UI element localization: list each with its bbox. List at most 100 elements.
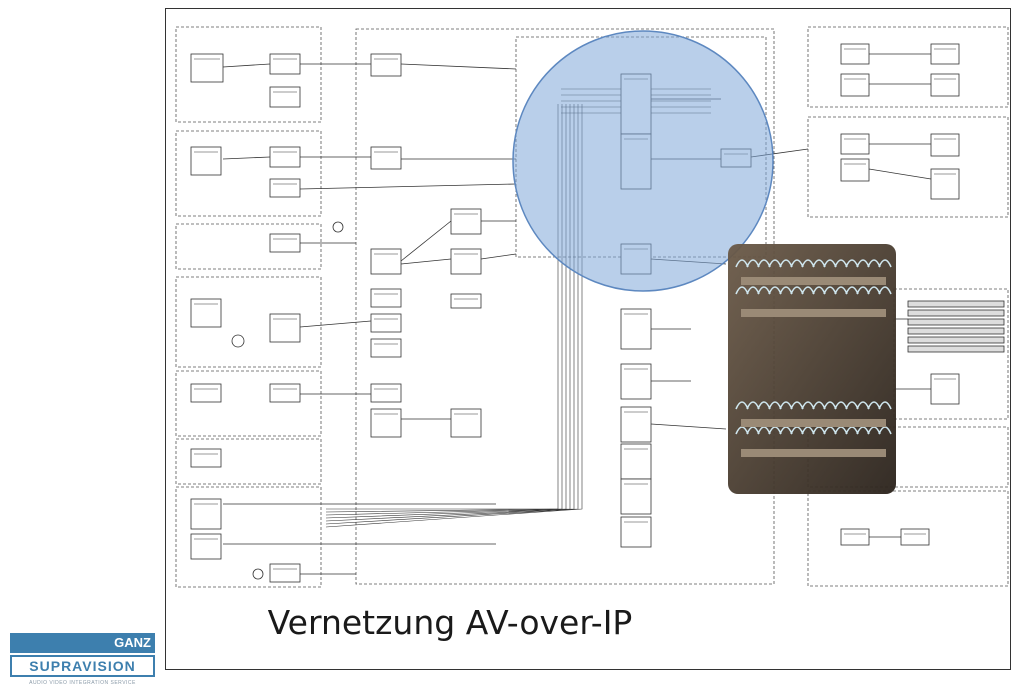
equipment-box	[190, 146, 222, 176]
dashed-region	[807, 26, 1009, 108]
patch-cable	[746, 286, 760, 295]
patch-cable	[790, 286, 804, 295]
patch-cable	[834, 259, 848, 268]
patch-cable	[801, 259, 815, 268]
equipment-box	[450, 293, 482, 309]
patch-cable	[834, 401, 848, 410]
patch-cable	[812, 286, 826, 295]
patch-cable	[878, 401, 892, 410]
equipment-box	[620, 516, 652, 548]
dashed-region	[175, 370, 322, 437]
patch-cable	[779, 259, 793, 268]
equipment-box	[450, 208, 482, 235]
equipment-box	[370, 248, 402, 275]
signal-line	[400, 220, 452, 262]
equipment-box	[370, 383, 402, 403]
equipment-box	[269, 178, 301, 198]
antenna-symbol	[332, 221, 344, 233]
logo-tagline: AUDIO VIDEO INTEGRATION SERVICE	[29, 680, 136, 686]
equipment-box	[190, 533, 222, 560]
equipment-box	[269, 53, 301, 75]
patch-cable	[856, 401, 870, 410]
signal-line	[650, 423, 727, 430]
network-rack-photo	[728, 244, 896, 494]
patch-cable	[801, 286, 815, 295]
signal-line	[868, 168, 932, 180]
patch-cable	[768, 401, 782, 410]
patch-cable	[768, 286, 782, 295]
signal-line	[400, 258, 452, 265]
signal-line	[222, 63, 271, 68]
equipment-box	[269, 383, 301, 403]
patch-cable	[812, 401, 826, 410]
patch-panel-bar	[907, 309, 1005, 317]
patch-cable	[867, 286, 881, 295]
patch-panel-bar	[907, 318, 1005, 326]
patch-cable	[867, 401, 881, 410]
equipment-box	[370, 408, 402, 438]
dashed-region	[807, 490, 1009, 587]
patch-cable	[757, 286, 771, 295]
equipment-box	[269, 233, 301, 253]
equipment-box	[840, 73, 870, 97]
patch-cable	[867, 259, 881, 268]
patch-cable	[878, 286, 892, 295]
patch-panel-bar	[907, 327, 1005, 335]
equipment-box	[620, 363, 652, 400]
equipment-box	[450, 248, 482, 275]
signal-line	[299, 183, 517, 190]
equipment-box	[620, 443, 652, 480]
patch-panel-bar	[907, 345, 1005, 353]
equipment-box	[620, 406, 652, 443]
equipment-box	[269, 146, 301, 168]
patch-cable	[757, 259, 771, 268]
dashed-region	[175, 26, 322, 123]
patch-cable	[878, 259, 892, 268]
signal-line	[480, 253, 517, 260]
patch-panel-bar	[907, 336, 1005, 344]
patch-cable	[790, 259, 804, 268]
equipment-box	[190, 383, 222, 403]
patch-cable	[812, 259, 826, 268]
patch-cable	[779, 401, 793, 410]
patch-cable	[779, 286, 793, 295]
slide-caption: Vernetzung AV-over-IP	[267, 603, 633, 642]
patch-cable	[834, 286, 848, 295]
patch-cable	[823, 259, 837, 268]
equipment-box	[370, 313, 402, 333]
equipment-box	[840, 43, 870, 65]
equipment-box	[930, 373, 960, 405]
equipment-box	[840, 133, 870, 155]
equipment-box	[190, 298, 222, 328]
equipment-box	[930, 73, 960, 97]
dashed-region	[175, 486, 322, 588]
patch-cable	[845, 259, 859, 268]
patch-cable	[757, 401, 771, 410]
dashed-region	[807, 116, 1009, 218]
equipment-box	[190, 448, 222, 468]
device-symbol	[231, 334, 245, 348]
equipment-box	[370, 338, 402, 358]
patch-cable	[746, 401, 760, 410]
dashed-region	[175, 276, 322, 368]
network-diagram	[175, 26, 1009, 588]
patch-panel-bar	[907, 300, 1005, 308]
signal-line	[299, 320, 372, 328]
rack-unit	[741, 277, 886, 285]
patch-cable	[845, 401, 859, 410]
equipment-box	[370, 53, 402, 77]
equipment-box	[900, 528, 930, 546]
patch-cable	[801, 401, 815, 410]
equipment-box	[450, 408, 482, 438]
ganz-logo: GANZ SUPRAVISION AUDIO VIDEO INTEGRATION…	[10, 633, 155, 693]
logo-name: SUPRAVISION	[10, 655, 155, 677]
equipment-box	[190, 53, 224, 83]
equipment-box	[190, 498, 222, 530]
patch-cable	[845, 286, 859, 295]
signal-line	[222, 156, 271, 160]
logo-brand: GANZ	[10, 633, 155, 653]
rack-unit	[741, 309, 886, 317]
equipment-box	[269, 86, 301, 108]
patch-cable	[735, 286, 749, 295]
equipment-box	[370, 146, 402, 170]
